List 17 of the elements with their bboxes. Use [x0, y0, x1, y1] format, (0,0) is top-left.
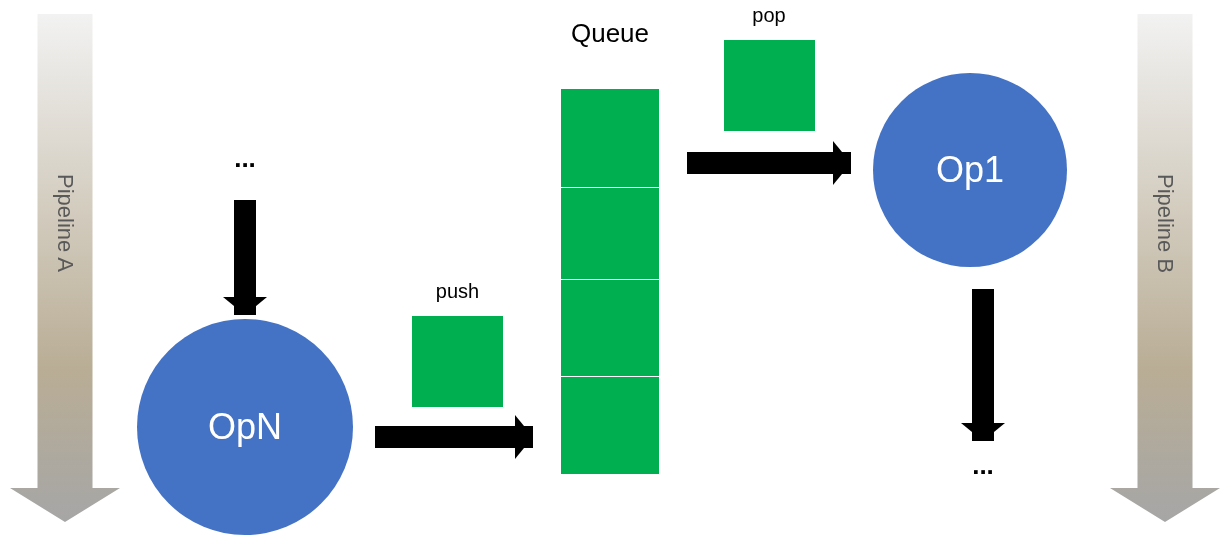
ellipsis-text: ...: [971, 449, 995, 482]
queue-slot: [561, 280, 659, 376]
flow-arrow: [687, 141, 851, 185]
action-label: pop: [751, 3, 787, 28]
ellipsis-text: ...: [233, 142, 257, 175]
action-label: push: [434, 279, 481, 304]
flow-arrow: [223, 200, 267, 315]
pipeline-label: Pipeline B: [1152, 174, 1178, 274]
pipeline-label: Pipeline A: [52, 174, 78, 272]
queue-slot: [561, 188, 659, 279]
operation-label: Op1: [935, 149, 1004, 191]
flow-arrow: [375, 415, 533, 459]
flow-arrow: [961, 289, 1005, 441]
operation-label: OpN: [208, 406, 282, 448]
queue-title: Queue: [569, 17, 651, 50]
queue-slot: [561, 89, 659, 187]
queue-slot: [561, 377, 659, 474]
